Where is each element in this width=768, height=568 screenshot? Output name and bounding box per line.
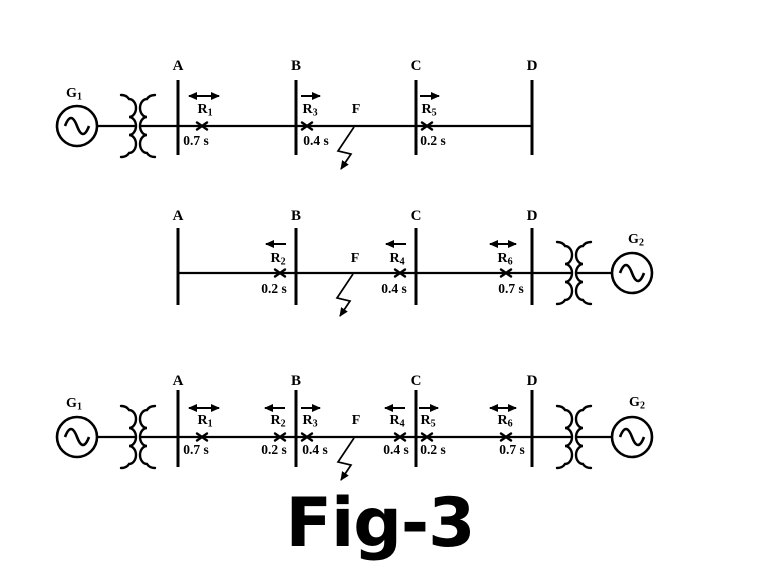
bus-c-label: C bbox=[411, 58, 422, 74]
generator-g2-label: G2 bbox=[628, 232, 644, 249]
relay-r5: R5 0.2 s bbox=[419, 404, 446, 457]
lightning-bolt-icon bbox=[335, 273, 354, 317]
relay-location-x-icon bbox=[195, 121, 209, 131]
relay-r6: R6 0.7 s bbox=[489, 404, 525, 457]
diagram-top: G1 A B C D R1 0.7 s R3 0.4 s bbox=[55, 58, 538, 170]
diagram-bottom: G1 A B C D R1 0.7 s R2 0.2 s bbox=[55, 373, 654, 481]
relay-r1-time: 0.7 s bbox=[183, 133, 209, 148]
relay-r3-label: R3 bbox=[302, 102, 317, 119]
relay-r4-label: R4 bbox=[389, 251, 404, 268]
relay-r4-time: 0.4 s bbox=[381, 281, 407, 296]
relay-r4-label: R4 bbox=[389, 413, 404, 430]
sine-wave-icon bbox=[618, 427, 646, 447]
relay-r3: R3 0.4 s bbox=[300, 404, 328, 457]
lightning-bolt-icon bbox=[336, 126, 355, 170]
relay-r6-time: 0.7 s bbox=[499, 442, 525, 457]
transformer-winding-primary bbox=[119, 404, 138, 470]
relay-location-x-icon bbox=[393, 432, 407, 442]
generator-g1-label: G1 bbox=[66, 86, 82, 103]
generator-g1-symbol bbox=[55, 104, 99, 148]
relay-r4: R4 0.4 s bbox=[383, 404, 409, 457]
relay-r5-time: 0.2 s bbox=[420, 133, 446, 148]
bus-c-label: C bbox=[411, 208, 422, 224]
diagram-middle: A B C D R2 0.2 s R4 0.4 s R6 0.7 s F bbox=[173, 208, 654, 317]
bus-b-label: B bbox=[291, 208, 301, 224]
relay-location-x-icon bbox=[499, 432, 513, 442]
fault-label: F bbox=[352, 102, 361, 117]
sine-wave-icon bbox=[618, 263, 646, 283]
figure-caption: Fig-3 bbox=[286, 484, 475, 563]
fault-point-bottom: F bbox=[336, 413, 361, 481]
generator-g1-symbol bbox=[55, 415, 99, 459]
relay-r6-label: R6 bbox=[497, 413, 512, 430]
relay-r3-time: 0.4 s bbox=[302, 442, 328, 457]
bus-d-label: D bbox=[527, 208, 538, 224]
relay-r1-label: R1 bbox=[197, 413, 212, 430]
relay-r1: R1 0.7 s bbox=[183, 92, 220, 148]
generator-circle bbox=[610, 415, 654, 459]
relay-r4: R4 0.4 s bbox=[381, 240, 407, 296]
relay-r5-label: R5 bbox=[421, 102, 436, 119]
relay-r6-time: 0.7 s bbox=[498, 281, 524, 296]
relay-r6: R6 0.7 s bbox=[489, 240, 524, 296]
relay-r2: R2 0.2 s bbox=[261, 404, 287, 457]
transformer-winding-primary bbox=[555, 240, 574, 306]
relay-r1: R1 0.7 s bbox=[183, 404, 220, 457]
relay-r3-label: R3 bbox=[302, 413, 317, 430]
bus-a-label: A bbox=[173, 208, 184, 224]
relay-r5-label: R5 bbox=[420, 413, 435, 430]
relay-r4-time: 0.4 s bbox=[383, 442, 409, 457]
generator-g2-label: G2 bbox=[629, 395, 645, 412]
bus-b-label: B bbox=[291, 373, 301, 389]
relay-r2-time: 0.2 s bbox=[261, 281, 287, 296]
bus-d-label: D bbox=[527, 58, 538, 74]
relay-r2-label: R2 bbox=[270, 413, 285, 430]
lightning-bolt-icon bbox=[336, 437, 355, 481]
transformer-winding-primary bbox=[555, 404, 574, 470]
relay-r5: R5 0.2 s bbox=[420, 92, 446, 148]
relay-location-x-icon bbox=[300, 121, 314, 131]
relay-r6-label: R6 bbox=[497, 251, 512, 268]
generator-g1-label: G1 bbox=[66, 396, 82, 413]
relay-location-x-icon bbox=[195, 432, 209, 442]
relay-location-x-icon bbox=[300, 432, 314, 442]
fault-point-top: F bbox=[336, 102, 361, 170]
relay-r5-time: 0.2 s bbox=[420, 442, 446, 457]
bus-b-label: B bbox=[291, 58, 301, 74]
relay-location-x-icon bbox=[273, 268, 287, 278]
relay-location-x-icon bbox=[499, 268, 513, 278]
generator-g2-symbol bbox=[610, 415, 654, 459]
bus-a-label: A bbox=[173, 58, 184, 74]
relay-location-x-icon bbox=[420, 121, 434, 131]
relay-r1-time: 0.7 s bbox=[183, 442, 209, 457]
relay-location-x-icon bbox=[393, 268, 407, 278]
relay-location-x-icon bbox=[420, 432, 434, 442]
relay-r3: R3 0.4 s bbox=[300, 92, 329, 148]
relay-r3-time: 0.4 s bbox=[303, 133, 329, 148]
fault-label: F bbox=[352, 413, 361, 428]
relay-r2-label: R2 bbox=[270, 251, 285, 268]
relay-r2-time: 0.2 s bbox=[261, 442, 287, 457]
fault-point-middle: F bbox=[335, 251, 360, 317]
bus-c-label: C bbox=[411, 373, 422, 389]
relay-r2: R2 0.2 s bbox=[261, 240, 287, 296]
sine-wave-icon bbox=[63, 116, 91, 136]
generator-g2-symbol bbox=[610, 251, 654, 295]
bus-d-label: D bbox=[527, 373, 538, 389]
relay-location-x-icon bbox=[273, 432, 287, 442]
sine-wave-icon bbox=[63, 427, 91, 447]
relay-r1-label: R1 bbox=[197, 102, 212, 119]
fault-label: F bbox=[351, 251, 360, 266]
generator-circle bbox=[610, 251, 654, 295]
bus-a-label: A bbox=[173, 373, 184, 389]
transformer-winding-primary bbox=[119, 93, 138, 159]
